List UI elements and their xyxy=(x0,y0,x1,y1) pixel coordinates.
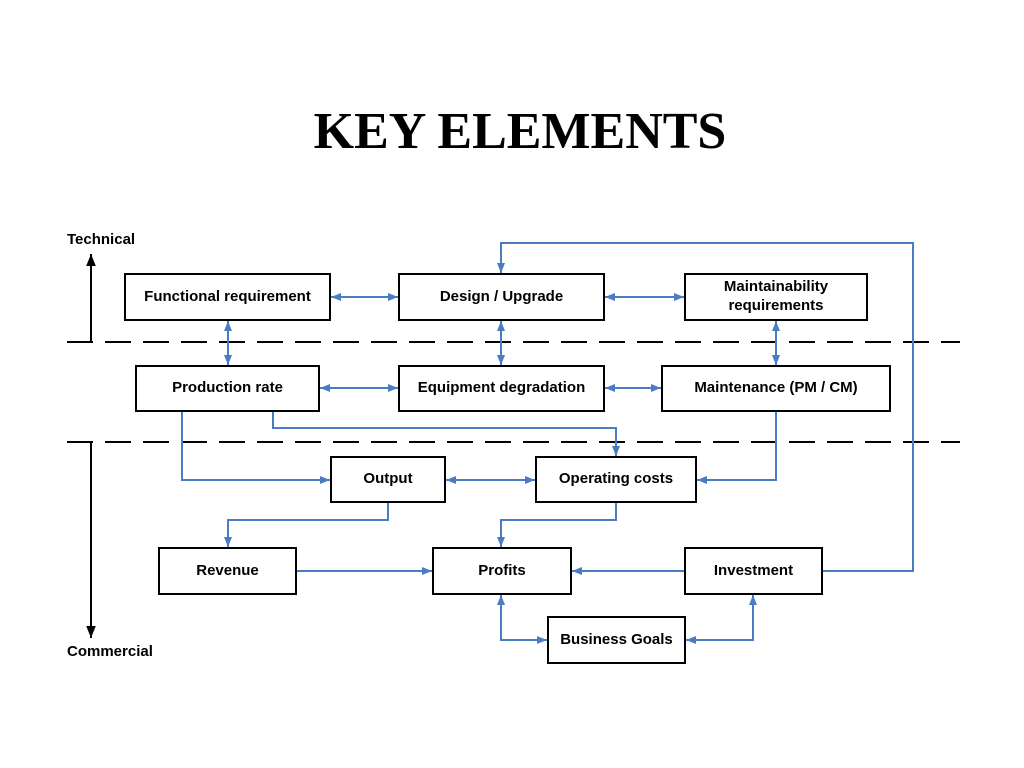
connector-output-revenue xyxy=(224,503,389,547)
revenue-box: Revenue xyxy=(158,547,297,595)
maintenance-box: Maintenance (PM / CM) xyxy=(661,365,891,412)
design-upgrade-box: Design / Upgrade xyxy=(398,273,605,321)
profits-box: Profits xyxy=(432,547,572,595)
production-rate-box: Production rate xyxy=(135,365,320,412)
connector-production-output xyxy=(181,411,330,484)
connector-maintenance-operating xyxy=(697,411,777,484)
maintainability-requirements-box: Maintainability requirements xyxy=(684,273,868,321)
connector-investment-goals xyxy=(686,595,757,644)
commercial-axis-label: Commercial xyxy=(67,643,153,660)
investment-box: Investment xyxy=(684,547,823,595)
page-title: KEY ELEMENTS xyxy=(313,103,727,160)
business-goals-box: Business Goals xyxy=(547,616,686,664)
functional-requirement-box: Functional requirement xyxy=(124,273,331,321)
connector-operating-profits xyxy=(497,503,617,547)
technical-axis-label: Technical xyxy=(67,231,136,248)
equipment-degradation-box: Equipment degradation xyxy=(398,365,605,412)
connector-investment-design xyxy=(497,242,914,572)
connector-production-operating xyxy=(272,411,620,456)
connector-profits-goals xyxy=(497,595,547,644)
output-box: Output xyxy=(330,456,446,503)
operating-costs-box: Operating costs xyxy=(535,456,697,503)
